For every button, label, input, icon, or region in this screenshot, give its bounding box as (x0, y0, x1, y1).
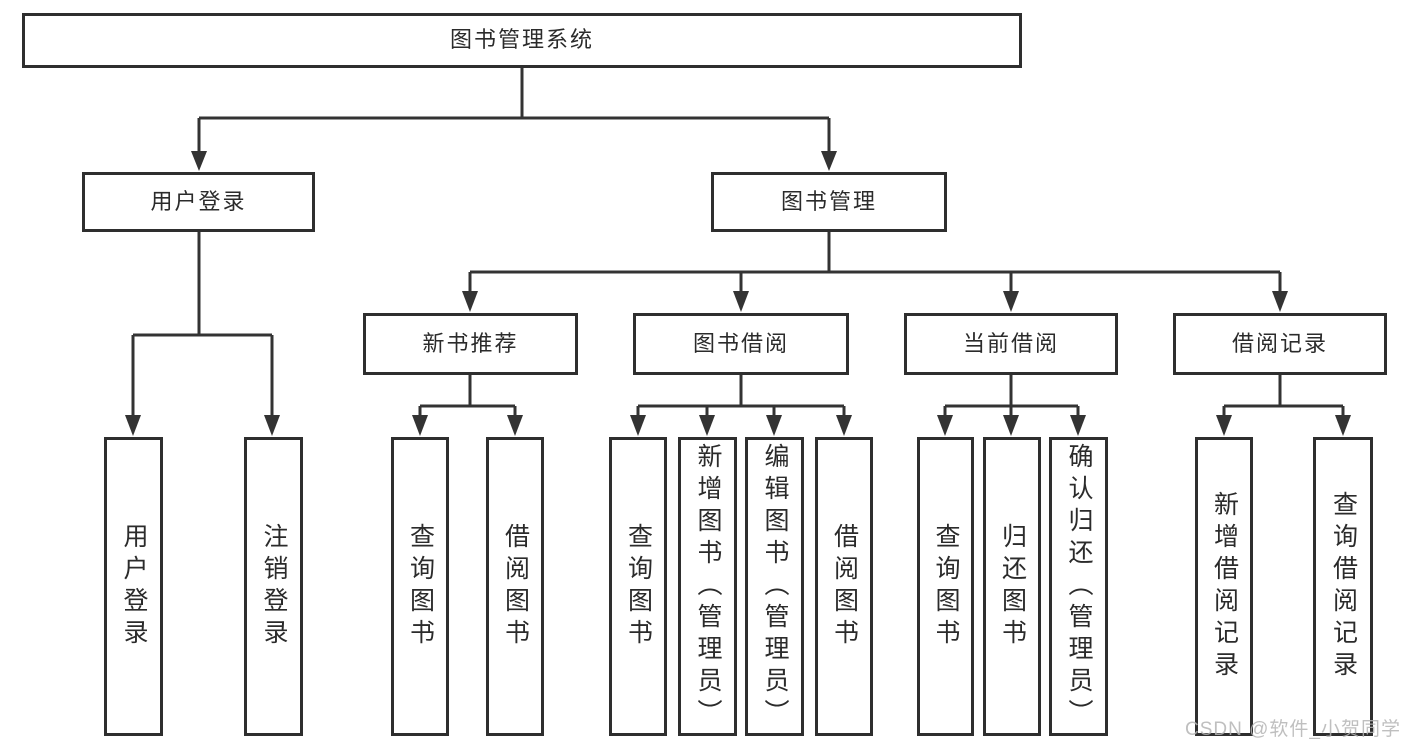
arrowheads (125, 151, 1351, 436)
leaf-return-books: 归还图书 (983, 437, 1041, 736)
leaf-user-login: 用户登录 (104, 437, 163, 736)
connector-lines (131, 68, 1345, 418)
node-book-borrowing: 图书借阅 (633, 313, 849, 375)
node-new-book-recommendation: 新书推荐 (363, 313, 578, 375)
leaf-query-books-2: 查询图书 (609, 437, 667, 736)
leaf-logout: 注销登录 (244, 437, 303, 736)
leaf-borrow-books-2: 借阅图书 (815, 437, 873, 736)
node-user-login: 用户登录 (82, 172, 315, 232)
node-library-management-system: 图书管理系统 (22, 13, 1022, 68)
leaf-edit-books-admin: 编辑图书（管理员） (745, 437, 804, 736)
node-current-borrowing: 当前借阅 (904, 313, 1118, 375)
csdn-watermark: CSDN @软件_小贺同学 (1185, 719, 1401, 740)
leaf-confirm-return-admin: 确认归还（管理员） (1049, 437, 1108, 736)
node-borrowing-records: 借阅记录 (1173, 313, 1387, 375)
leaf-borrow-books-1: 借阅图书 (486, 437, 544, 736)
leaf-query-books-1: 查询图书 (391, 437, 449, 736)
node-book-management: 图书管理 (711, 172, 947, 232)
leaf-add-borrow-record: 新增借阅记录 (1195, 437, 1253, 736)
leaf-add-books-admin: 新增图书（管理员） (678, 437, 737, 736)
leaf-query-borrow-record: 查询借阅记录 (1313, 437, 1373, 736)
leaf-query-books-3: 查询图书 (917, 437, 974, 736)
